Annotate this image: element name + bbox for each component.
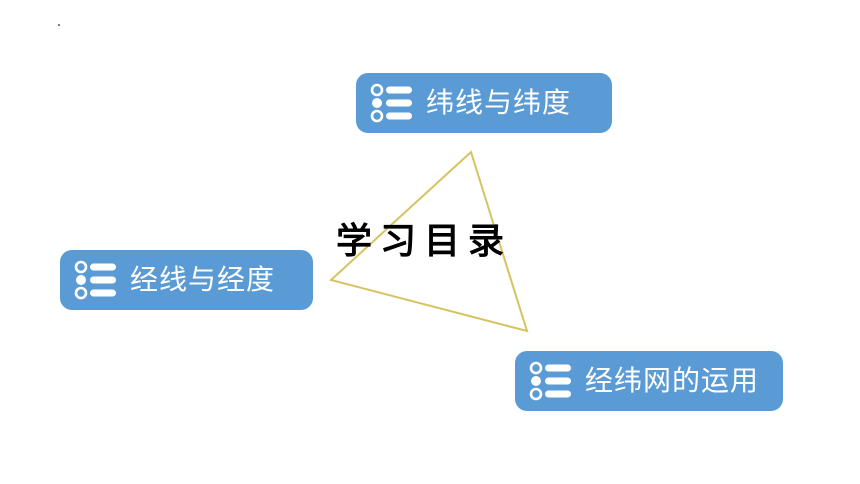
decorative-dot xyxy=(58,24,60,26)
topic-label: 经纬网的运用 xyxy=(585,364,760,397)
list-icon xyxy=(529,361,571,401)
topic-item-longitude[interactable]: 经线与经度 xyxy=(60,250,313,310)
topic-item-latitude[interactable]: 纬线与纬度 xyxy=(356,73,612,133)
topic-item-graticule-use[interactable]: 经纬网的运用 xyxy=(515,351,783,411)
list-icon xyxy=(74,260,116,300)
page-title: 学习目录 xyxy=(336,221,513,262)
topic-label: 经线与经度 xyxy=(130,263,276,296)
list-icon xyxy=(370,83,412,123)
triangle-shape xyxy=(328,150,529,333)
topic-label: 纬线与纬度 xyxy=(426,86,572,119)
